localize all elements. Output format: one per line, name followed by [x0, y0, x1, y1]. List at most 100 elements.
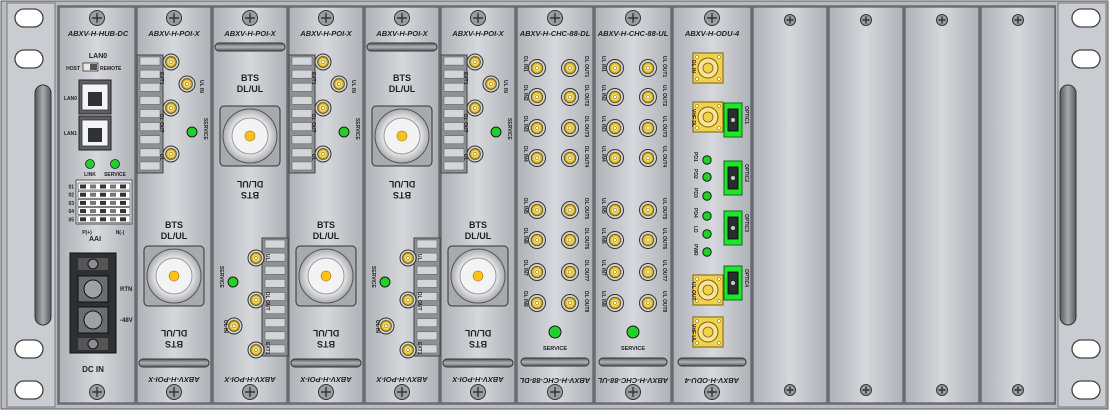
sma-connector[interactable]	[639, 263, 657, 281]
optic-port[interactable]	[723, 210, 743, 246]
sma-connector[interactable]	[399, 291, 417, 309]
sma-connector[interactable]	[314, 53, 332, 71]
sma-connector[interactable]	[247, 341, 265, 359]
module-pull-handle[interactable]	[677, 357, 747, 367]
sma-connector[interactable]	[225, 317, 243, 335]
panel-screw[interactable]	[547, 10, 563, 26]
sma-connector[interactable]	[528, 263, 546, 281]
rf-connector[interactable]	[692, 52, 724, 84]
sma-connector[interactable]	[639, 88, 657, 106]
rf-connector[interactable]	[692, 274, 724, 306]
panel-screw[interactable]	[1012, 384, 1024, 396]
lan0-port[interactable]	[78, 79, 112, 115]
sma-connector[interactable]	[606, 59, 624, 77]
sma-connector[interactable]	[482, 75, 500, 93]
sma-connector[interactable]	[639, 59, 657, 77]
sma-connector[interactable]	[639, 149, 657, 167]
panel-screw[interactable]	[936, 14, 948, 26]
sma-connector[interactable]	[561, 119, 579, 137]
n-type-connector[interactable]	[447, 245, 509, 307]
sma-connector[interactable]	[247, 249, 265, 267]
module-pull-handle[interactable]	[598, 357, 668, 367]
rack-handle[interactable]	[34, 84, 52, 326]
panel-screw[interactable]	[470, 10, 486, 26]
optic-port[interactable]	[723, 265, 743, 301]
panel-screw[interactable]	[784, 14, 796, 26]
sma-connector[interactable]	[528, 149, 546, 167]
sma-connector[interactable]	[162, 99, 180, 117]
optic-port[interactable]	[723, 102, 743, 138]
sma-connector[interactable]	[639, 119, 657, 137]
terminal-screw[interactable]	[83, 310, 103, 330]
panel-screw[interactable]	[860, 384, 872, 396]
panel-screw[interactable]	[860, 14, 872, 26]
sma-connector[interactable]	[528, 201, 546, 219]
sma-connector[interactable]	[606, 201, 624, 219]
sma-connector[interactable]	[399, 341, 417, 359]
panel-screw[interactable]	[1012, 14, 1024, 26]
lan1-port[interactable]	[78, 115, 112, 151]
n-type-connector[interactable]	[143, 245, 205, 307]
sma-connector[interactable]	[639, 294, 657, 312]
sma-connector[interactable]	[606, 263, 624, 281]
panel-screw[interactable]	[166, 384, 182, 400]
sma-connector[interactable]	[178, 75, 196, 93]
sma-connector[interactable]	[639, 201, 657, 219]
panel-screw[interactable]	[625, 384, 641, 400]
sma-connector[interactable]	[466, 53, 484, 71]
panel-screw[interactable]	[318, 10, 334, 26]
sma-connector[interactable]	[330, 75, 348, 93]
sma-connector[interactable]	[528, 231, 546, 249]
sma-connector[interactable]	[247, 291, 265, 309]
panel-screw[interactable]	[394, 10, 410, 26]
sma-connector[interactable]	[606, 119, 624, 137]
sma-connector[interactable]	[314, 99, 332, 117]
sma-connector[interactable]	[528, 119, 546, 137]
sma-connector[interactable]	[561, 294, 579, 312]
sma-connector[interactable]	[606, 149, 624, 167]
panel-screw[interactable]	[704, 384, 720, 400]
panel-screw[interactable]	[242, 384, 258, 400]
sma-connector[interactable]	[377, 317, 395, 335]
module-pull-handle[interactable]	[290, 358, 362, 368]
panel-screw[interactable]	[936, 384, 948, 396]
panel-screw[interactable]	[394, 384, 410, 400]
module-pull-handle[interactable]	[138, 358, 210, 368]
sma-connector[interactable]	[466, 145, 484, 163]
panel-screw[interactable]	[89, 384, 105, 400]
sma-connector[interactable]	[561, 149, 579, 167]
sma-connector[interactable]	[561, 88, 579, 106]
sma-connector[interactable]	[561, 231, 579, 249]
panel-screw[interactable]	[547, 384, 563, 400]
rack-handle[interactable]	[1059, 84, 1077, 326]
panel-screw[interactable]	[625, 10, 641, 26]
module-pull-handle[interactable]	[442, 358, 514, 368]
n-type-connector[interactable]	[295, 245, 357, 307]
sma-connector[interactable]	[639, 231, 657, 249]
panel-screw[interactable]	[242, 10, 258, 26]
panel-screw[interactable]	[784, 384, 796, 396]
sma-connector[interactable]	[528, 294, 546, 312]
n-type-connector[interactable]	[371, 105, 433, 167]
sma-connector[interactable]	[162, 53, 180, 71]
sma-connector[interactable]	[466, 99, 484, 117]
sma-connector[interactable]	[528, 59, 546, 77]
sma-connector[interactable]	[561, 59, 579, 77]
panel-screw[interactable]	[166, 10, 182, 26]
panel-screw[interactable]	[470, 384, 486, 400]
module-pull-handle[interactable]	[366, 42, 438, 52]
sma-connector[interactable]	[561, 201, 579, 219]
sma-connector[interactable]	[606, 88, 624, 106]
panel-screw[interactable]	[318, 384, 334, 400]
panel-screw[interactable]	[89, 10, 105, 26]
sma-connector[interactable]	[561, 263, 579, 281]
module-pull-handle[interactable]	[214, 42, 286, 52]
optic-port[interactable]	[723, 160, 743, 196]
module-pull-handle[interactable]	[520, 357, 590, 367]
rf-connector[interactable]	[692, 316, 724, 348]
panel-screw[interactable]	[704, 10, 720, 26]
sma-connector[interactable]	[399, 249, 417, 267]
sma-connector[interactable]	[528, 88, 546, 106]
sma-connector[interactable]	[606, 231, 624, 249]
n-type-connector[interactable]	[219, 105, 281, 167]
